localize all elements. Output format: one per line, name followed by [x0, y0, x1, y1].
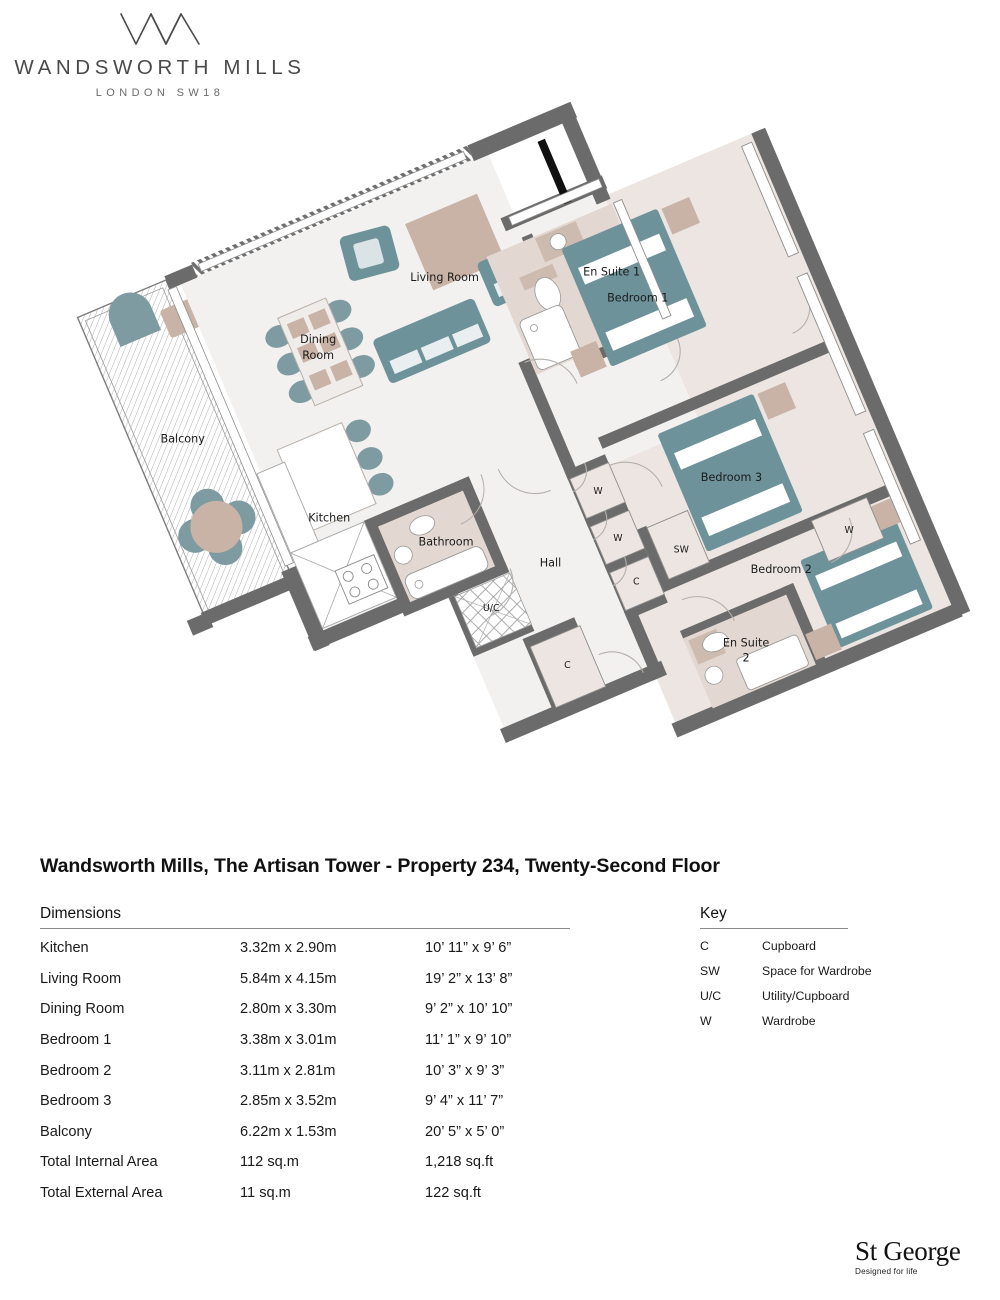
- dimension-imperial: 19’ 2” x 13’ 8”: [425, 970, 513, 987]
- window-glazing: [167, 141, 922, 567]
- marker-label-sw: SW: [674, 544, 689, 555]
- key-meaning: Cupboard: [762, 938, 817, 953]
- dimension-room: Kitchen: [40, 940, 89, 957]
- bathroom-fixtures: [378, 490, 495, 603]
- page-title: Wandsworth Mills, The Artisan Tower - Pr…: [40, 855, 720, 877]
- dimension-imperial: 9’ 4” x 11’ 7”: [425, 1093, 504, 1110]
- dimension-metric: 11 sq.m: [240, 1185, 291, 1202]
- ensuite2-fixtures: [683, 594, 816, 709]
- room-label-living: Living Room: [410, 271, 479, 284]
- key-heading: Key: [700, 905, 727, 922]
- dimension-metric: 112 sq.m: [240, 1154, 299, 1171]
- key-meaning: Wardrobe: [762, 1014, 816, 1029]
- dimension-metric: 6.22m x 1.53m: [240, 1123, 337, 1140]
- storage-boxes: [529, 461, 885, 709]
- dimension-imperial: 122 sq.ft: [425, 1185, 481, 1202]
- dimension-room: Living Room: [40, 970, 122, 987]
- dimension-imperial: 11’ 1” x 9’ 10”: [425, 1032, 512, 1049]
- brand-location: LONDON SW18: [95, 87, 225, 99]
- dimension-room: Bedroom 2: [40, 1062, 112, 1079]
- key-rule: [700, 928, 848, 929]
- room-label-kitchen: Kitchen: [308, 511, 350, 524]
- brand-header: WANDSWORTH MILLS LONDON SW18: [0, 8, 320, 99]
- key-abbr: C: [700, 938, 709, 953]
- balcony-table-furniture: [178, 488, 256, 566]
- room-label-ensuite1: En Suite 1: [583, 265, 640, 278]
- table-row: Living Room 5.84m x 4.15m 19’ 2” x 13’ 8…: [40, 964, 570, 995]
- room-label-ensuite2-2: 2: [743, 652, 750, 665]
- key-section: Key C Cupboard SW Space for Wardrobe U/C…: [700, 905, 960, 1034]
- dimension-metric: 3.38m x 3.01m: [240, 1032, 337, 1049]
- marker-label-w3: W: [845, 525, 854, 536]
- table-row: Total External Area 11 sq.m 122 sq.ft: [40, 1178, 570, 1209]
- key-meaning: Space for Wardrobe: [762, 963, 872, 978]
- kitchen-units: [256, 461, 397, 630]
- table-row: Bedroom 2 3.11m x 2.81m 10’ 3” x 9’ 3”: [40, 1055, 570, 1086]
- developer-name: St George: [855, 1236, 961, 1266]
- key-table: C Cupboard SW Space for Wardrobe U/C Uti…: [700, 933, 872, 1034]
- key-meaning: Utility/Cupboard: [762, 988, 850, 1003]
- dimension-metric: 3.11m x 2.81m: [240, 1062, 336, 1079]
- table-row: Total Internal Area 112 sq.m 1,218 sq.ft: [40, 1147, 570, 1178]
- table-row: Bedroom 1 3.38m x 3.01m 11’ 1” x 9’ 10”: [40, 1025, 570, 1056]
- dimension-metric: 2.80m x 3.30m: [240, 1001, 337, 1018]
- table-row: SW Space for Wardrobe: [700, 958, 872, 983]
- storage-labels: U/C C C W W W SW: [483, 486, 854, 671]
- table-row: Balcony 6.22m x 1.53m 20’ 5” x 5’ 0”: [40, 1117, 570, 1148]
- room-labels: Balcony Dining Room Living Room Kitchen …: [161, 265, 812, 665]
- room-label-bedroom3: Bedroom 3: [701, 471, 762, 484]
- dimension-room: Bedroom 1: [40, 1032, 112, 1049]
- table-row: Dining Room 2.80m x 3.30m 9’ 2” x 10’ 10…: [40, 994, 570, 1025]
- dimension-imperial: 10’ 3” x 9’ 3”: [425, 1062, 505, 1079]
- developer-tagline: Designed for life: [855, 1267, 918, 1276]
- room-label-bathroom: Bathroom: [419, 536, 474, 549]
- key-abbr: SW: [700, 963, 720, 978]
- marker-label-c1: C: [564, 660, 571, 671]
- door-swings: [460, 296, 853, 673]
- dimension-metric: 5.84m x 4.15m: [240, 970, 337, 987]
- dimension-imperial: 9’ 2” x 10’ 10”: [425, 1001, 513, 1018]
- room-label-dining-2: Room: [302, 349, 334, 362]
- table-row: Bedroom 3 2.85m x 3.52m 9’ 4” x 11’ 7”: [40, 1086, 570, 1117]
- dimensions-section: Dimensions Kitchen 3.32m x 2.90m 10’ 11”…: [40, 905, 570, 1208]
- room-label-balcony: Balcony: [161, 432, 206, 445]
- dimension-imperial: 20’ 5” x 5’ 0”: [425, 1123, 505, 1140]
- room-label-bedroom1: Bedroom 1: [607, 291, 668, 304]
- floor-plan: Balcony Dining Room Living Room Kitchen …: [0, 78, 1000, 848]
- room-label-bedroom2: Bedroom 2: [751, 563, 812, 576]
- developer-logo: St George Designed for life: [855, 1236, 985, 1277]
- marker-label-w1: W: [593, 486, 602, 497]
- table-row: U/C Utility/Cupboard: [700, 983, 872, 1008]
- key-abbr: U/C: [700, 988, 722, 1003]
- room-label-dining: Dining: [300, 333, 336, 346]
- dimension-metric: 3.32m x 2.90m: [240, 940, 337, 957]
- marker-label-c2: C: [633, 576, 640, 587]
- dimensions-table: Kitchen 3.32m x 2.90m 10’ 11” x 9’ 6” Li…: [40, 933, 570, 1208]
- room-label-ensuite2: En Suite: [723, 637, 769, 650]
- dimensions-rule: [40, 928, 570, 929]
- dimension-imperial: 10’ 11” x 9’ 6”: [425, 940, 512, 957]
- brand-name: WANDSWORTH MILLS: [14, 56, 306, 79]
- table-row: Kitchen 3.32m x 2.90m 10’ 11” x 9’ 6”: [40, 933, 570, 964]
- dimension-room: Dining Room: [40, 1001, 125, 1018]
- dimension-room: Total External Area: [40, 1185, 163, 1202]
- dimensions-heading: Dimensions: [40, 905, 121, 922]
- table-row: C Cupboard: [700, 933, 872, 958]
- wm-monogram-icon: [105, 8, 215, 50]
- marker-label-w2: W: [613, 533, 622, 544]
- room-label-hall: Hall: [540, 557, 562, 570]
- dimension-metric: 2.85m x 3.52m: [240, 1093, 337, 1110]
- dimension-room: Balcony: [40, 1123, 92, 1140]
- key-abbr: W: [700, 1014, 712, 1029]
- dimension-room: Total Internal Area: [40, 1154, 158, 1171]
- bedroom1-bed-furniture: [562, 196, 707, 378]
- marker-label-uc: U/C: [483, 603, 500, 614]
- dimension-room: Bedroom 3: [40, 1093, 112, 1110]
- utility-cupboard-hatch: [453, 572, 533, 649]
- dining-furniture: [265, 297, 375, 407]
- dimension-imperial: 1,218 sq.ft: [425, 1154, 494, 1171]
- table-row: W Wardrobe: [700, 1009, 872, 1034]
